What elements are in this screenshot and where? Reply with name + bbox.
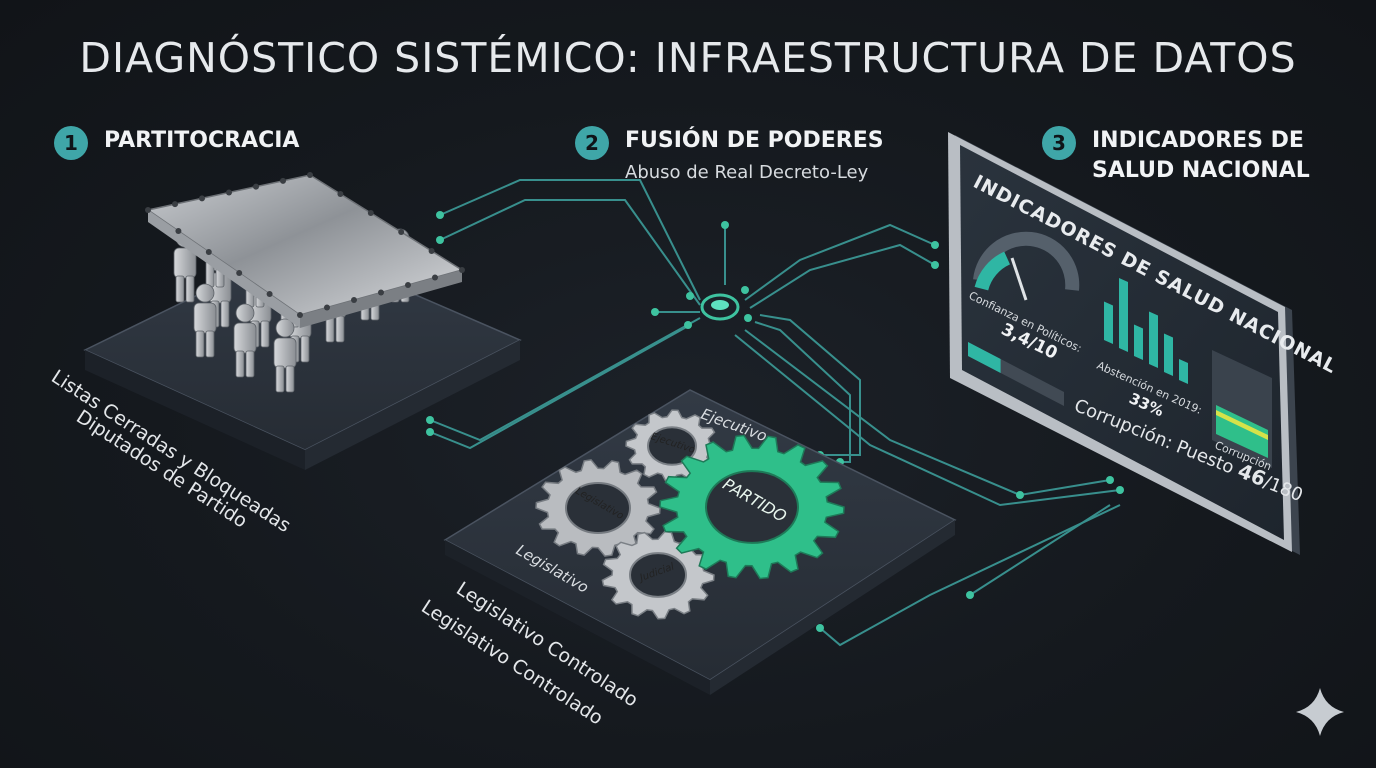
abstencion-bar <box>1134 324 1143 360</box>
bolt-icon <box>337 191 344 197</box>
abstencion-bar <box>1104 301 1113 344</box>
section-number-badge: 3 <box>1042 126 1076 160</box>
section-label-line1: INDICADORES DE <box>1092 128 1304 153</box>
page-title: DIAGNÓSTICO SISTÉMICO: INFRAESTRUCTURA D… <box>79 34 1297 82</box>
bolt-icon <box>351 297 357 303</box>
gear-judicial-icon <box>601 530 715 620</box>
bolt-icon <box>205 249 212 255</box>
circuit-traces <box>429 179 1121 647</box>
abstencion-bar <box>1149 311 1158 368</box>
bolt-icon <box>145 207 151 213</box>
person-icon <box>233 303 257 378</box>
bolt-icon <box>236 270 243 276</box>
section-number-badge: 2 <box>575 126 609 160</box>
bolt-icon <box>253 183 259 190</box>
section-label: FUSIÓN DE PODERES <box>625 128 884 153</box>
bolt-icon <box>432 274 438 281</box>
section-partitocracia: 1 PARTITOCRACIA <box>54 126 299 160</box>
bolt-icon <box>172 201 178 208</box>
person-icon <box>193 283 217 358</box>
bolt-icon <box>199 195 205 202</box>
bolt-icon <box>324 304 330 311</box>
abstencion-bar <box>1164 333 1173 376</box>
bolt-icon <box>428 248 435 254</box>
bolt-icon <box>398 229 405 235</box>
bolt-icon <box>280 177 286 184</box>
corrupcion-gauge <box>1212 350 1272 468</box>
bolt-icon <box>226 189 232 196</box>
person-icon <box>273 318 297 393</box>
bolt-icon <box>175 228 182 234</box>
section-indicadores: 3 INDICADORES DE SALUD NACIONAL <box>1042 126 1310 186</box>
bolt-icon <box>266 291 273 297</box>
section-fusion: 2 FUSIÓN DE PODERES Abuso de Real Decret… <box>575 126 884 183</box>
abstencion-bar <box>1179 359 1188 384</box>
abstencion-bar-chart <box>1104 278 1188 384</box>
confianza-gauge-icon <box>973 231 1080 301</box>
bolt-icon <box>378 289 384 296</box>
bolt-icon <box>459 267 465 273</box>
confianza-progress-bar <box>968 342 1064 406</box>
section-label-line2: SALUD NACIONAL <box>1092 158 1310 183</box>
sparkle-icon <box>1296 688 1344 736</box>
central-hub-icon <box>700 293 740 321</box>
metal-slab <box>145 172 465 328</box>
section-label: PARTITOCRACIA <box>104 128 300 153</box>
section-subtitle: Abuso de Real Decreto-Ley <box>625 162 869 183</box>
section-number-badge: 1 <box>54 126 88 160</box>
gear-partido-icon <box>659 434 845 580</box>
bolt-icon <box>367 210 374 216</box>
bolt-icon <box>405 282 411 288</box>
abstencion-bar <box>1119 278 1128 352</box>
bolt-icon <box>297 312 303 318</box>
bolt-icon <box>307 172 313 178</box>
